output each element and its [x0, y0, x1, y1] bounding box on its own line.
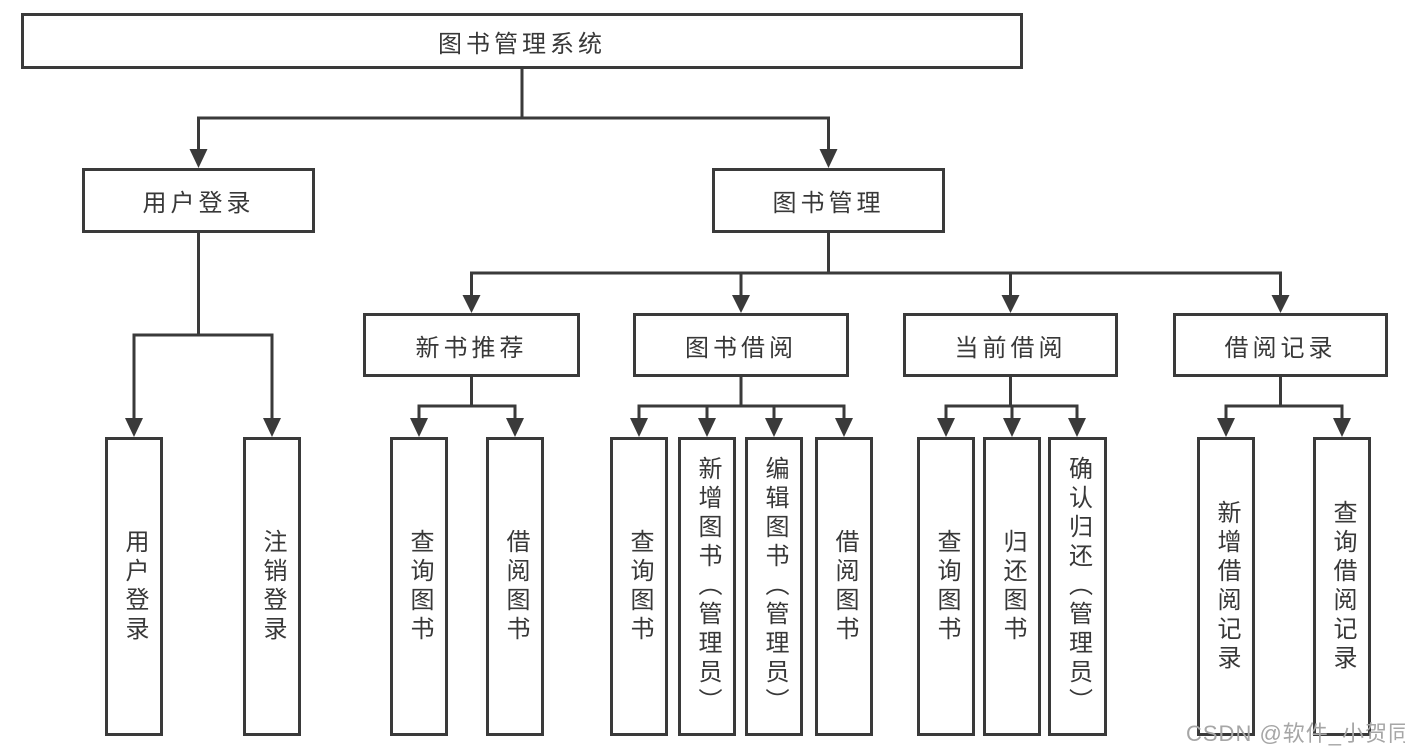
leaf-borrow-books-label: 借阅图书 — [831, 528, 858, 645]
node-root: 图书管理系统 — [21, 13, 1023, 69]
node-borrow-records: 借阅记录 — [1173, 313, 1388, 377]
leaf-return-book-label: 归还图书 — [999, 528, 1026, 645]
connector-current-borrow-branch — [937, 377, 1086, 437]
node-borrow-records-label: 借阅记录 — [1224, 334, 1337, 362]
node-new-book-rec: 新书推荐 — [363, 313, 580, 377]
node-current-borrow: 当前借阅 — [903, 313, 1118, 377]
connector-book-borrow-branch — [630, 377, 853, 437]
leaf-query-books-current: 查询图书 — [917, 437, 975, 736]
node-current-borrow-label: 当前借阅 — [954, 334, 1067, 362]
node-book-mgmt-label: 图书管理 — [772, 190, 885, 217]
leaf-edit-book-admin: 编辑图书（管理员） — [745, 437, 803, 736]
leaf-edit-book-admin-label: 编辑图书（管理员） — [761, 456, 788, 717]
leaf-user-login: 用户登录 — [105, 437, 163, 736]
leaf-query-borrow-record: 查询借阅记录 — [1313, 437, 1371, 736]
leaf-user-login-label: 用户登录 — [121, 528, 148, 645]
node-book-borrow-label: 图书借阅 — [685, 334, 797, 362]
leaf-confirm-return-admin: 确认归还（管理员） — [1048, 437, 1107, 736]
leaf-query-borrow-record-label: 查询借阅记录 — [1329, 499, 1356, 674]
leaf-query-books-borrow-label: 查询图书 — [626, 528, 653, 645]
connector-user-login-branch — [125, 233, 281, 437]
leaf-return-book: 归还图书 — [983, 437, 1041, 736]
leaf-add-borrow-record: 新增借阅记录 — [1197, 437, 1255, 736]
node-user-login: 用户登录 — [82, 168, 315, 233]
node-root-label: 图书管理系统 — [438, 30, 606, 58]
connector-book-mgmt-branch — [462, 233, 1290, 313]
connector-borrow-records-branch — [1217, 377, 1351, 437]
leaf-logout-label: 注销登录 — [259, 528, 286, 645]
node-user-login-label: 用户登录 — [142, 190, 255, 217]
leaf-add-book-admin-label: 新增图书（管理员） — [694, 456, 721, 717]
leaf-borrow-books: 借阅图书 — [815, 437, 873, 736]
leaf-logout: 注销登录 — [243, 437, 301, 736]
leaf-borrow-books-rec-label: 借阅图书 — [502, 528, 529, 645]
node-book-borrow: 图书借阅 — [633, 313, 849, 377]
leaf-query-books-current-label: 查询图书 — [933, 528, 960, 645]
leaf-query-books-rec: 查询图书 — [390, 437, 448, 736]
leaf-borrow-books-rec: 借阅图书 — [486, 437, 544, 736]
watermark: CSDN @软件_小贺同学 — [1186, 721, 1405, 746]
node-book-mgmt: 图书管理 — [712, 168, 945, 233]
connector-root-branch — [189, 69, 838, 168]
leaf-add-book-admin: 新增图书（管理员） — [678, 437, 736, 736]
leaf-confirm-return-admin-label: 确认归还（管理员） — [1064, 456, 1092, 717]
node-new-book-rec-label: 新书推荐 — [415, 334, 528, 362]
leaf-add-borrow-record-label: 新增借阅记录 — [1213, 499, 1240, 674]
connector-new-book-branch — [410, 377, 524, 437]
leaf-query-books-borrow: 查询图书 — [610, 437, 668, 736]
leaf-query-books-rec-label: 查询图书 — [406, 528, 433, 645]
